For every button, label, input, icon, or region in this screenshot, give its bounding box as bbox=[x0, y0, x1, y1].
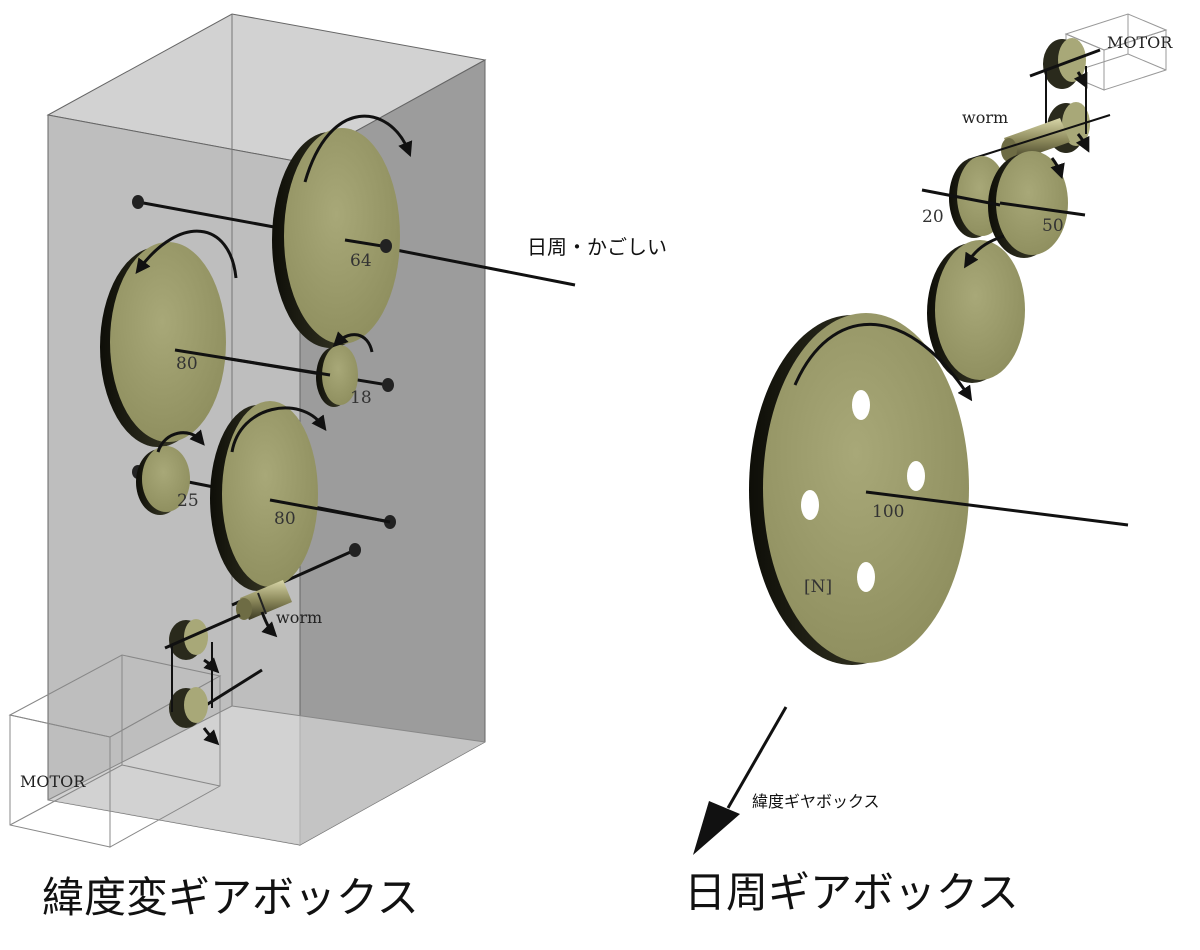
gear-label-80-lower: 80 bbox=[274, 509, 296, 529]
right-gearbox: MOTOR worm bbox=[684, 13, 1173, 917]
direction-arrow bbox=[693, 706, 788, 855]
gear-64 bbox=[272, 128, 400, 348]
right-worm-label: worm bbox=[962, 108, 1008, 127]
left-gearbox: MOTOR bbox=[8, 13, 667, 922]
rotation-arrows bbox=[135, 114, 413, 746]
gear-label-20: 20 bbox=[922, 207, 944, 227]
motor-pulleys bbox=[164, 613, 241, 728]
left-caption: 緯度変ギアボックス bbox=[42, 873, 419, 922]
gear-hole bbox=[852, 390, 870, 420]
right-motor-box bbox=[1064, 13, 1168, 91]
gear-hole bbox=[907, 461, 925, 491]
gear-label-64: 64 bbox=[350, 251, 372, 271]
gear-18 bbox=[316, 345, 358, 407]
right-worm-cylinder bbox=[967, 114, 1111, 162]
right-motor-pulley bbox=[1029, 38, 1101, 89]
gear-100 bbox=[749, 313, 1129, 665]
gear-25 bbox=[136, 446, 190, 515]
right-caption: 日周ギアボックス bbox=[684, 868, 1019, 917]
gear-label-18: 18 bbox=[350, 388, 372, 408]
gear-hole bbox=[857, 562, 875, 592]
gear-label-25: 25 bbox=[177, 491, 199, 511]
left-motor-label: MOTOR bbox=[20, 772, 86, 791]
north-mark: [N] bbox=[804, 577, 832, 597]
left-worm-label: worm bbox=[276, 608, 322, 627]
gear-50 bbox=[988, 151, 1068, 258]
gear-80-top bbox=[100, 242, 226, 447]
arrow-label: 緯度ギヤボックス bbox=[752, 792, 880, 811]
worm-cylinder bbox=[236, 580, 292, 620]
gear-hole bbox=[801, 490, 819, 520]
output-label: 日周・かごしい bbox=[527, 235, 667, 259]
right-motor-label: MOTOR bbox=[1107, 33, 1173, 52]
gear-label-80-top: 80 bbox=[176, 354, 198, 374]
right-rotation-arrows bbox=[793, 71, 1090, 402]
gear-label-100: 100 bbox=[872, 502, 904, 522]
gear-label-50: 50 bbox=[1042, 216, 1064, 236]
gear-80-lower bbox=[210, 401, 318, 591]
gear-idler bbox=[927, 240, 1025, 383]
